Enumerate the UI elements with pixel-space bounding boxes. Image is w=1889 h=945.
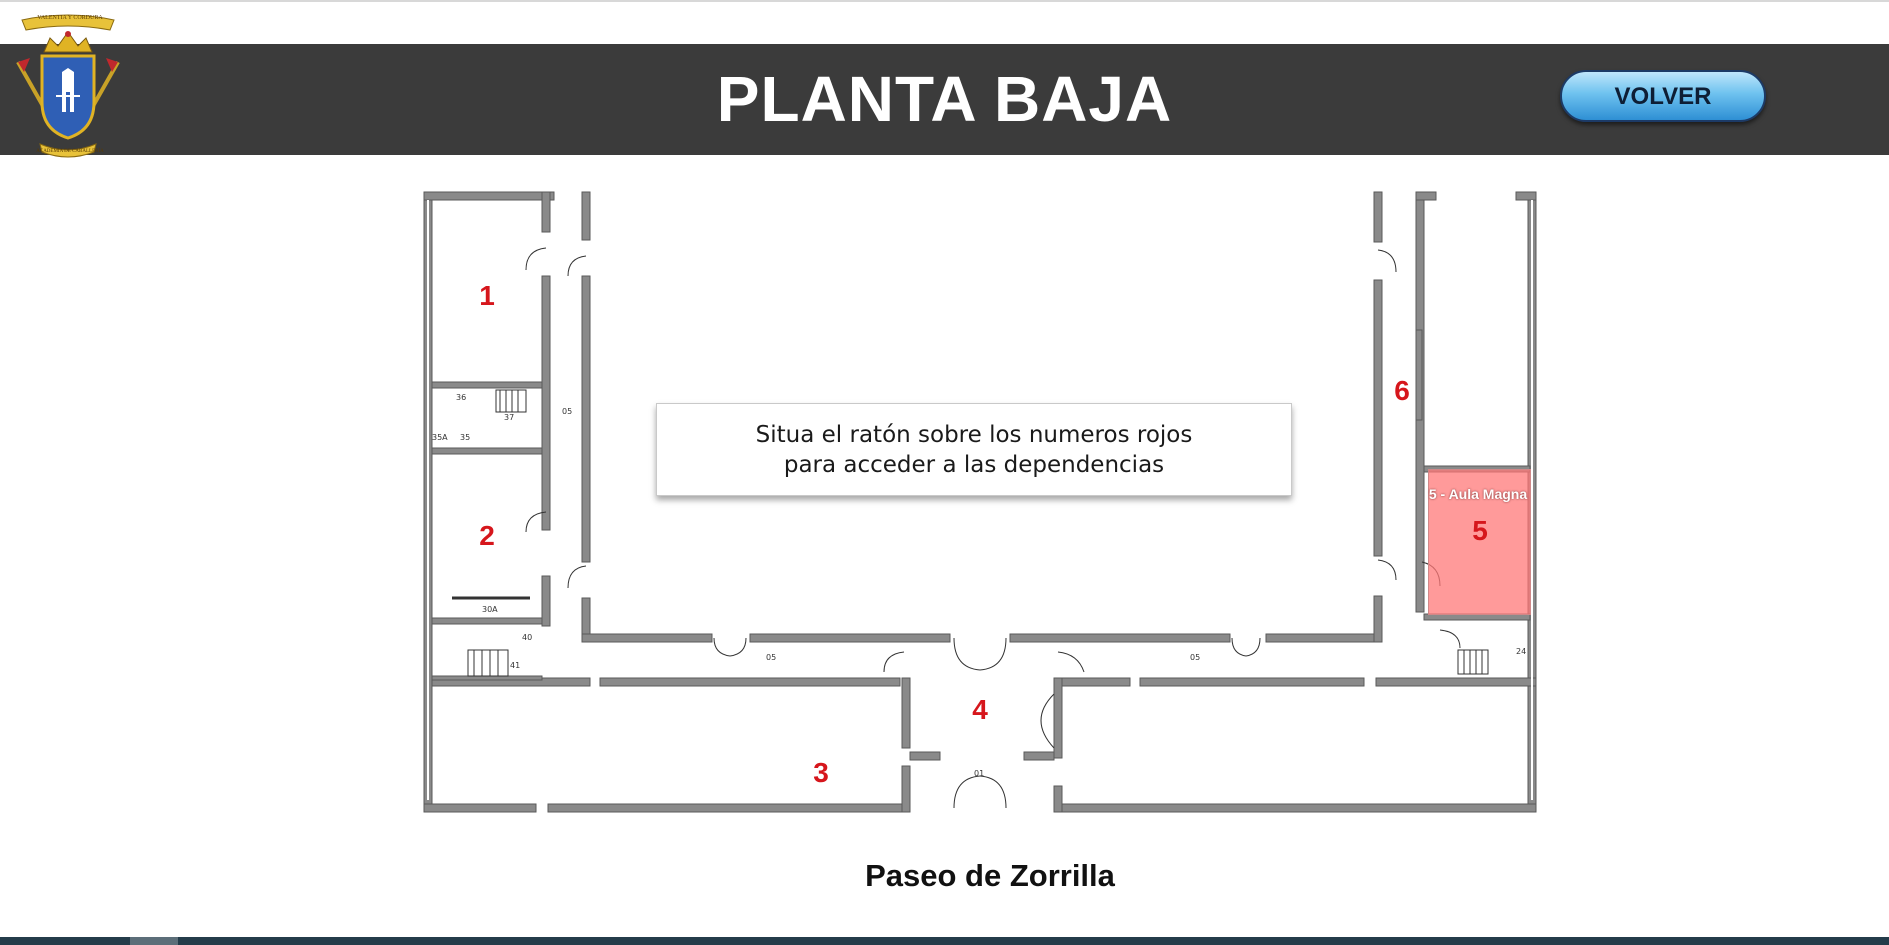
plan-tag: 05 xyxy=(766,653,776,662)
plan-tag: 01 xyxy=(974,769,984,778)
instruction-line-1: Situa el ratón sobre los numeros rojos xyxy=(755,421,1193,448)
aula-magna-highlight[interactable] xyxy=(1428,469,1531,615)
crest-caption: ACADEMIA DE CABALLERÍA xyxy=(36,149,104,154)
plan-tag: 05 xyxy=(1190,653,1200,662)
instruction-box: Situa el ratón sobre los numeros rojos p… xyxy=(656,403,1292,496)
bottom-bar xyxy=(0,937,1889,945)
room-number-3[interactable]: 3 xyxy=(813,757,829,788)
room-number-1[interactable]: 1 xyxy=(479,280,495,311)
page-title: PLANTA BAJA xyxy=(716,63,1173,135)
plan-tag: 41 xyxy=(510,661,520,670)
plan-tag: 40 xyxy=(522,633,532,642)
plan-tag: 35 xyxy=(460,433,470,442)
room-number-6[interactable]: 6 xyxy=(1394,375,1410,406)
plan-tag: 35A xyxy=(432,433,448,442)
top-border xyxy=(0,0,1889,2)
plan-tag: 24 xyxy=(1516,647,1526,656)
crest-motto: VALENTIA Y CORDURA xyxy=(37,15,103,21)
back-button[interactable]: VOLVER xyxy=(1560,70,1766,122)
room-number-4[interactable]: 4 xyxy=(972,694,988,725)
room-number-5[interactable]: 5 xyxy=(1472,515,1488,546)
plan-tag: 36 xyxy=(456,393,466,402)
room-number-2[interactable]: 2 xyxy=(479,520,495,551)
plan-tag: 30A xyxy=(482,605,498,614)
plan-tag: 05 xyxy=(562,407,572,416)
aula-magna-label: 5 - Aula Magna xyxy=(1428,486,1528,502)
bottom-tab xyxy=(130,937,178,945)
street-label: Paseo de Zorrilla xyxy=(865,858,1115,893)
instruction-line-2: para acceder a las dependencias xyxy=(783,451,1165,478)
academy-crest-logo xyxy=(16,14,120,158)
plan-tag: 37 xyxy=(504,413,514,422)
